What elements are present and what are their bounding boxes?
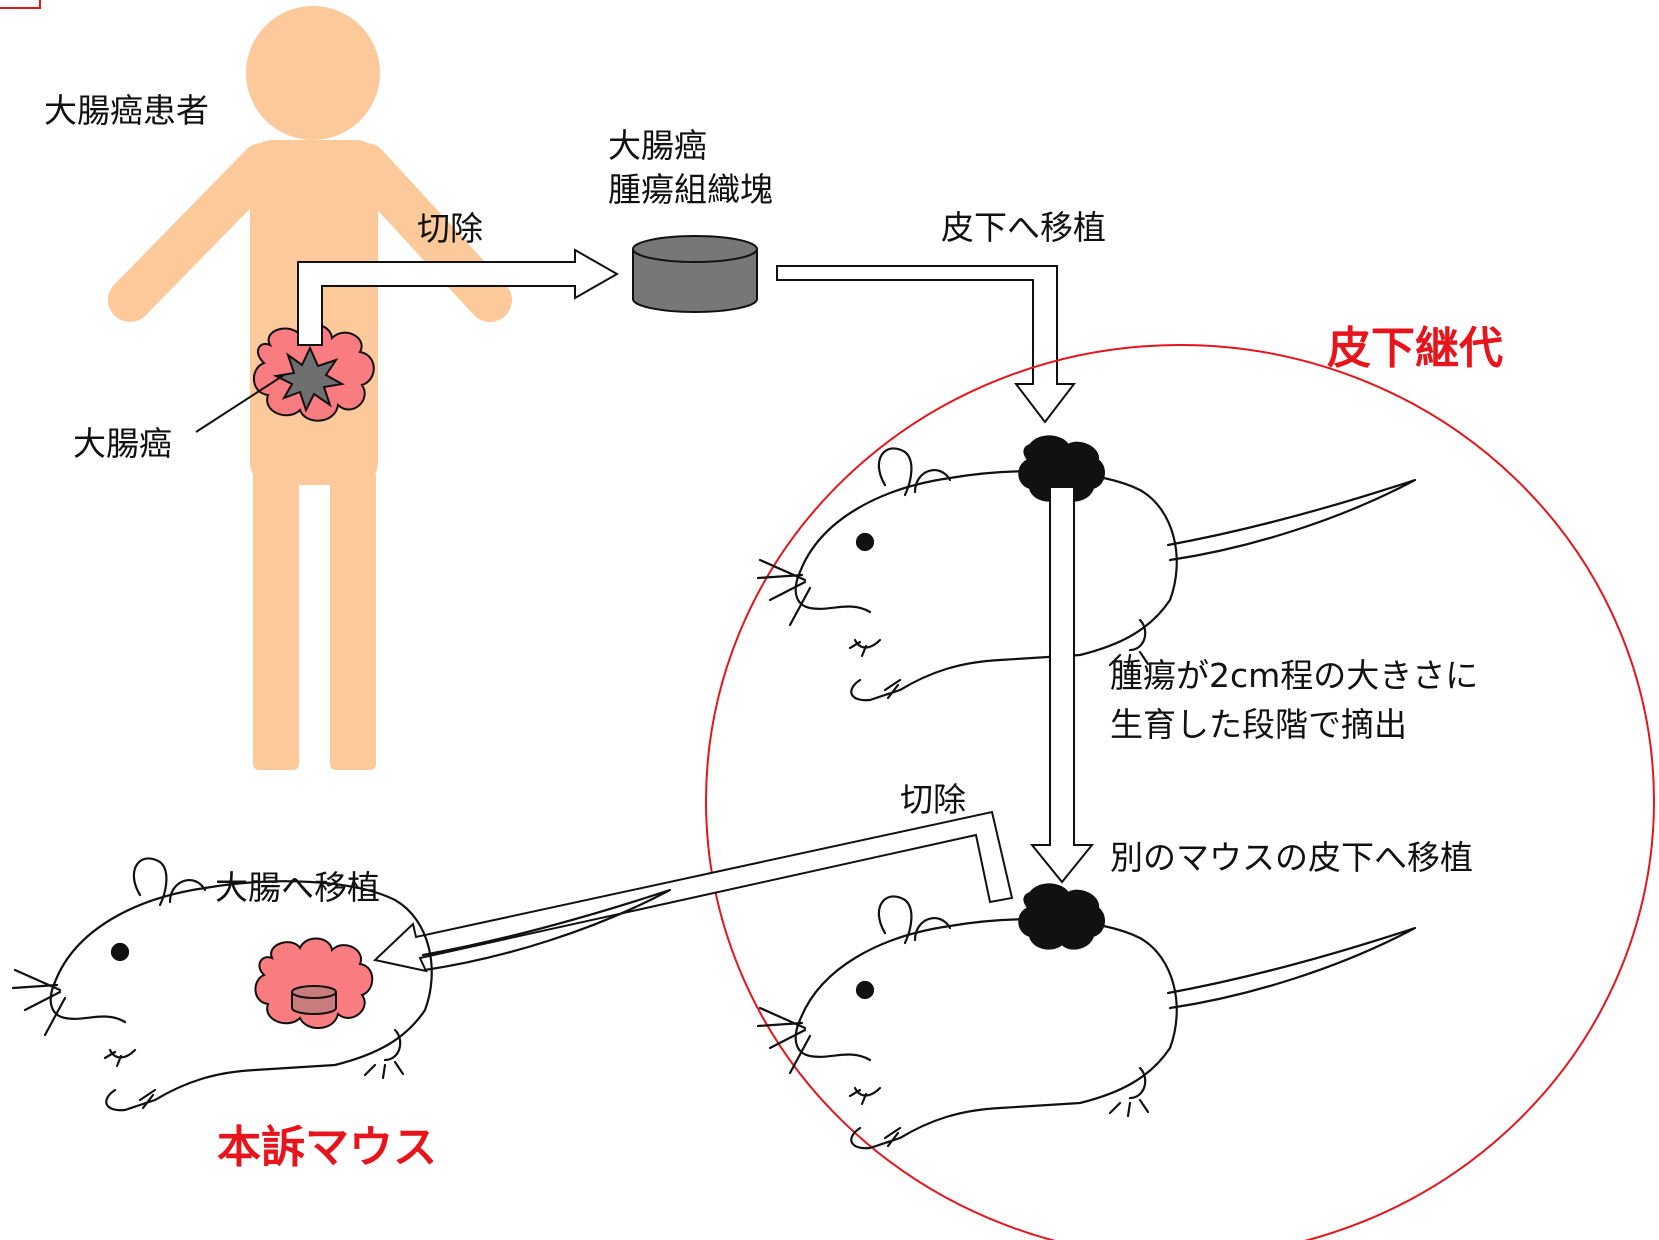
label-growth-line2: 生育した段階で摘出 <box>1110 705 1407 745</box>
label-transplant-colon: 大腸へ移植 <box>215 868 380 908</box>
label-claimed-mouse: 本訴マウス <box>217 1122 437 1175</box>
label-block-line1: 大腸癌 <box>608 126 707 166</box>
label-growth-line1: 腫瘍が2cm程の大きさに <box>1110 656 1478 696</box>
label-subcutaneous-passage: 皮下継代 <box>1327 323 1503 376</box>
subcutaneous-passage-circle <box>706 345 1654 1240</box>
mouse-3-colon-tumor <box>255 938 372 1028</box>
label-transplant-other-mouse: 別のマウスの皮下へ移植 <box>1110 838 1473 878</box>
arrow-excise-to-colon <box>375 812 1012 971</box>
label-patient-tumor: 大腸癌 <box>73 424 172 464</box>
label-patient: 大腸癌患者 <box>44 91 209 131</box>
label-excise-2: 切除 <box>900 780 966 820</box>
label-transplant-subcutaneous: 皮下へ移植 <box>941 208 1106 248</box>
corner-mark <box>0 0 40 8</box>
label-block-line2: 腫瘍組織塊 <box>608 170 773 210</box>
tissue-block-icon <box>633 236 757 312</box>
arrow-transplant-subcutaneous <box>777 266 1074 422</box>
mouse-2-tumor <box>1019 884 1104 948</box>
label-excise-1: 切除 <box>417 209 483 249</box>
arrow-transplant-other-mouse <box>1032 487 1092 882</box>
